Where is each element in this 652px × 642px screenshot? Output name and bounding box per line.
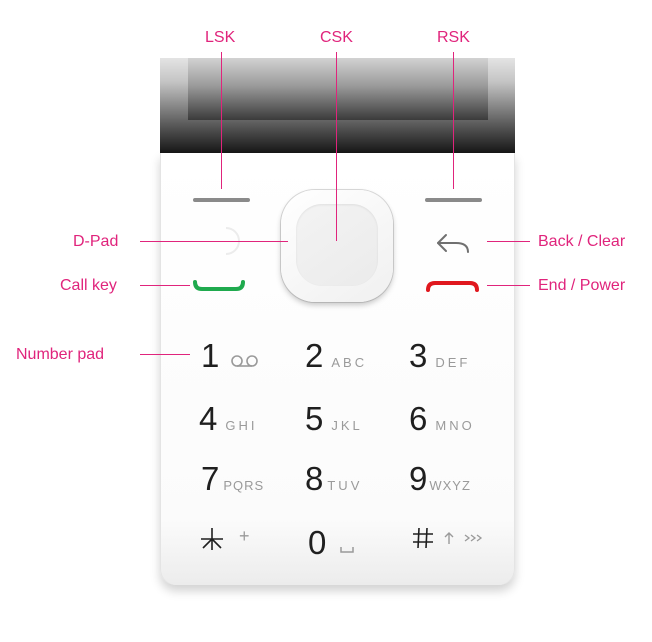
key-4[interactable]: 4 GHI — [199, 402, 257, 435]
key-digit: 7 — [201, 460, 220, 497]
rsk-leader-line — [453, 52, 454, 189]
key-letters: DEF — [435, 355, 471, 370]
key-digit: 5 — [305, 400, 324, 437]
key-0[interactable]: 0 — [308, 524, 355, 561]
back-clear-label: Back / Clear — [538, 233, 626, 250]
hash-icon — [413, 527, 433, 549]
key-6[interactable]: 6 MNO — [409, 402, 475, 435]
key-letters: JKL — [331, 418, 363, 433]
key-star[interactable]: + — [199, 526, 253, 552]
key-hash[interactable] — [411, 526, 483, 550]
key-digit: 4 — [199, 400, 218, 437]
space-icon — [340, 547, 355, 553]
key-digit: 6 — [409, 400, 428, 437]
key-7[interactable]: 7 PQRS — [201, 462, 264, 495]
back-arrow-icon[interactable] — [436, 232, 472, 254]
dpad-leader-line — [140, 241, 288, 242]
key-letters: ABC — [331, 355, 368, 370]
key-8[interactable]: 8 TUV — [305, 462, 362, 495]
key-5[interactable]: 5 JKL — [305, 402, 363, 435]
key-letters: WXYZ — [429, 478, 471, 493]
key-letters: PQRS — [223, 478, 265, 493]
key-digit: 9 — [409, 460, 428, 497]
dpad-label: D-Pad — [73, 233, 119, 250]
rsk-label: RSK — [437, 29, 470, 46]
back-clear-leader-line — [487, 241, 530, 242]
end-key[interactable] — [425, 280, 480, 292]
number-pad-leader-line — [140, 354, 190, 355]
key-letters: GHI — [225, 418, 258, 433]
call-key-leader-line — [140, 285, 190, 286]
number-pad-label: Number pad — [16, 346, 105, 363]
end-power-label: End / Power — [538, 277, 626, 294]
left-soft-key[interactable] — [193, 198, 250, 202]
csk-leader-line — [336, 52, 337, 241]
right-soft-key[interactable] — [425, 198, 482, 202]
call-key[interactable] — [192, 280, 246, 292]
phone-screen — [188, 58, 488, 120]
key-letters: TUV — [327, 478, 363, 493]
shift-arrow-icon — [444, 532, 483, 544]
key-9[interactable]: 9 WXYZ — [409, 462, 471, 495]
key-letters: MNO — [435, 418, 475, 433]
key-1[interactable]: 1 — [201, 339, 259, 372]
asterisk-icon — [201, 528, 223, 550]
key-digit: 1 — [201, 337, 220, 374]
key-digit: 0 — [308, 524, 327, 561]
lsk-label: LSK — [205, 29, 236, 46]
key-digit: 3 — [409, 337, 428, 374]
key-digit: 8 — [305, 460, 324, 497]
key-letters: + — [239, 526, 253, 546]
call-key-label: Call key — [60, 277, 117, 294]
key-3[interactable]: 3 DEF — [409, 339, 470, 372]
lsk-leader-line — [221, 52, 222, 189]
center-soft-key[interactable] — [296, 204, 378, 286]
csk-label: CSK — [320, 29, 353, 46]
key-digit: 2 — [305, 337, 324, 374]
end-power-leader-line — [487, 285, 530, 286]
voicemail-icon — [231, 355, 259, 367]
key-2[interactable]: 2 ABC — [305, 339, 367, 372]
